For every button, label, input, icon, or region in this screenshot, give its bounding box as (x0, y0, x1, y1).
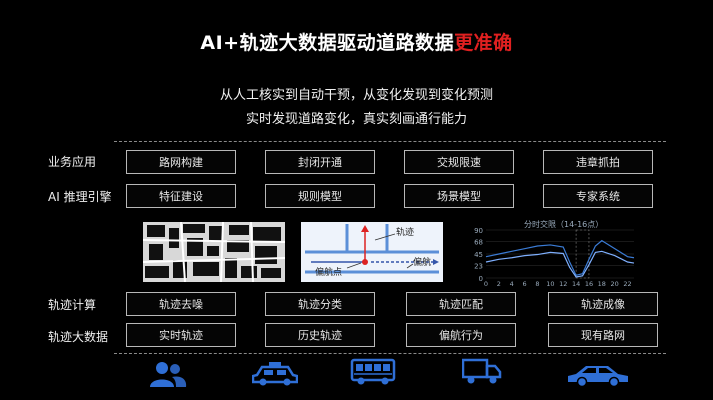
chart-x-tick-label: 10 (546, 280, 554, 286)
item-existing-road-network: 现有路网 (548, 323, 658, 347)
item-historical-trajectory: 历史轨迹 (265, 323, 375, 347)
deviation-label: 偏航 (413, 258, 432, 268)
row-label-trajectory-compute: 轨迹计算 (48, 298, 97, 312)
title-main: AI+轨迹大数据驱动道路数据 (200, 32, 455, 54)
item-trajectory-denoise: 轨迹去噪 (126, 292, 236, 316)
item-traffic-rules-speed: 交规限速 (404, 150, 514, 174)
chart-x-tick-label: 6 (523, 280, 527, 286)
chart-title: 分时交限（14-16点） (524, 220, 604, 229)
item-deviation-behavior: 偏航行为 (406, 323, 516, 347)
item-closure-opening: 封闭开通 (265, 150, 375, 174)
item-violation-capture: 违章抓拍 (543, 150, 653, 174)
chart-y-tick-label: 68 (474, 239, 483, 247)
divider-top (114, 141, 666, 142)
car-icon (566, 362, 630, 386)
item-road-network-build: 路网构建 (126, 150, 236, 174)
truck-icon (462, 358, 502, 386)
item-trajectory-match: 轨迹匹配 (406, 292, 516, 316)
chart-x-tick-label: 12 (559, 280, 567, 286)
bus-icon (350, 358, 396, 386)
item-realtime-trajectory: 实时轨迹 (126, 323, 236, 347)
chart-series-line (485, 250, 635, 278)
item-trajectory-imaging: 轨迹成像 (548, 292, 658, 316)
chart-x-tick-label: 8 (535, 280, 539, 286)
chart-highlight-band (575, 229, 590, 279)
chart-y-tick-label: 23 (474, 263, 483, 271)
chart-x-tick-label: 18 (598, 280, 606, 286)
item-rule-model: 规则模型 (265, 184, 375, 208)
taxi-icon (252, 362, 298, 386)
chart-x-tick-label: 16 (585, 280, 593, 286)
subtitle-line-2: 实时发现道路变化，真实刻画通行能力 (245, 112, 467, 127)
item-trajectory-classify: 轨迹分类 (265, 292, 375, 316)
title-highlight: 更准确 (454, 32, 513, 54)
chart-x-tick-label: 2 (497, 280, 501, 286)
users-icon (148, 360, 188, 388)
chart-x-tick-label: 20 (611, 280, 619, 286)
chart-y-tick-label: 90 (474, 227, 483, 235)
divider-bottom (114, 353, 666, 354)
track-label: 轨迹 (396, 228, 415, 238)
chart-x-tick-label: 22 (623, 280, 631, 286)
chart-x-tick-label: 4 (510, 280, 514, 286)
chart-x-tick-label: 0 (484, 280, 488, 286)
row-label-trajectory-bigdata: 轨迹大数据 (48, 330, 109, 344)
trajectory-raster-image (143, 222, 285, 282)
page-title: AI+轨迹大数据驱动道路数据更准确 (0, 28, 713, 55)
subtitle-line-1: 从人工核实到自动干预，从变化发现到变化预测 (219, 88, 493, 103)
item-feature-build: 特征建设 (126, 184, 236, 208)
chart-series-line (485, 239, 635, 277)
chart-x-tick-label: 14 (572, 280, 580, 286)
deviation-diagram: 轨迹 偏航点 偏航 (301, 222, 443, 282)
deviation-point-label: 偏航点 (315, 268, 343, 278)
item-expert-system: 专家系统 (543, 184, 653, 208)
chart-y-tick-label: 0 (479, 275, 483, 283)
item-scene-model: 场景模型 (404, 184, 514, 208)
chart-y-tick-label: 45 (474, 251, 483, 259)
row-label-business: 业务应用 (48, 155, 97, 169)
row-label-ai-engine: AI 推理引擎 (48, 190, 112, 204)
